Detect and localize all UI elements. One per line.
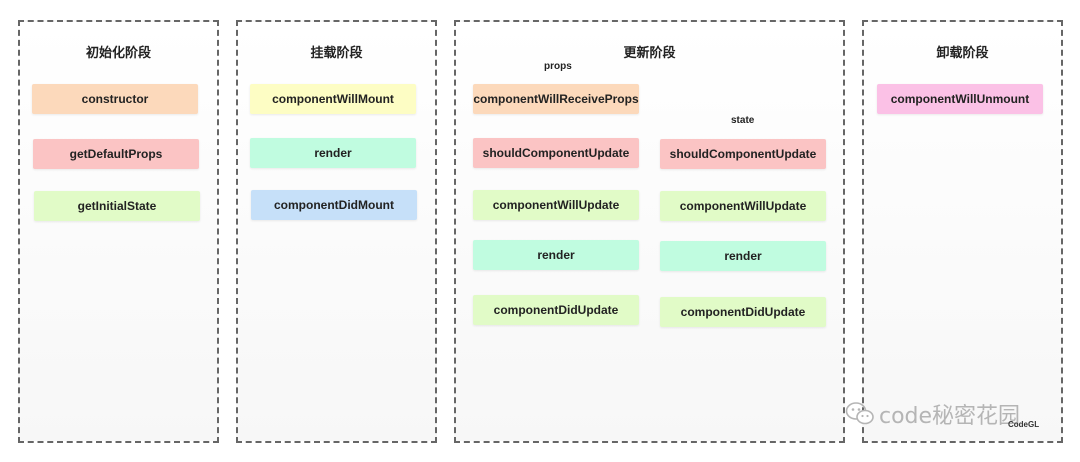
- node-mount-render: render: [250, 138, 416, 168]
- state-label: state: [731, 115, 755, 126]
- props-label: props: [544, 61, 572, 72]
- watermark-text: code秘密花园: [879, 404, 1021, 429]
- phase-init-title: 初始化阶段: [85, 46, 151, 61]
- phase-unmount-title: 卸载阶段: [936, 46, 989, 61]
- node-props-component-will-update: componentWillUpdate: [473, 190, 639, 220]
- watermark-small-text: CodeGL: [1008, 420, 1040, 429]
- node-state-component-will-update: componentWillUpdate: [660, 191, 826, 221]
- node-component-will-unmount: componentWillUnmount: [877, 84, 1043, 114]
- phase-mount-title: 挂载阶段: [310, 46, 363, 61]
- node-state-component-did-update: componentDidUpdate: [660, 297, 826, 327]
- phase-update-title: 更新阶段: [623, 46, 676, 61]
- node-state-render: render: [660, 241, 826, 271]
- node-state-should-component-update: shouldComponentUpdate: [660, 139, 826, 169]
- node-props-render: render: [473, 240, 639, 270]
- node-component-will-receive-props: componentWillReceiveProps: [473, 84, 639, 114]
- wechat-icon: [845, 402, 874, 425]
- node-props-should-component-update: shouldComponentUpdate: [473, 138, 639, 168]
- node-component-will-mount: componentWillMount: [250, 84, 416, 114]
- watermark: code秘密花园: [845, 398, 1020, 430]
- node-get-default-props: getDefaultProps: [33, 139, 199, 169]
- node-component-did-mount: componentDidMount: [251, 190, 417, 220]
- node-get-initial-state: getInitialState: [34, 191, 200, 221]
- node-constructor: constructor: [32, 84, 198, 114]
- node-props-component-did-update: componentDidUpdate: [473, 295, 639, 325]
